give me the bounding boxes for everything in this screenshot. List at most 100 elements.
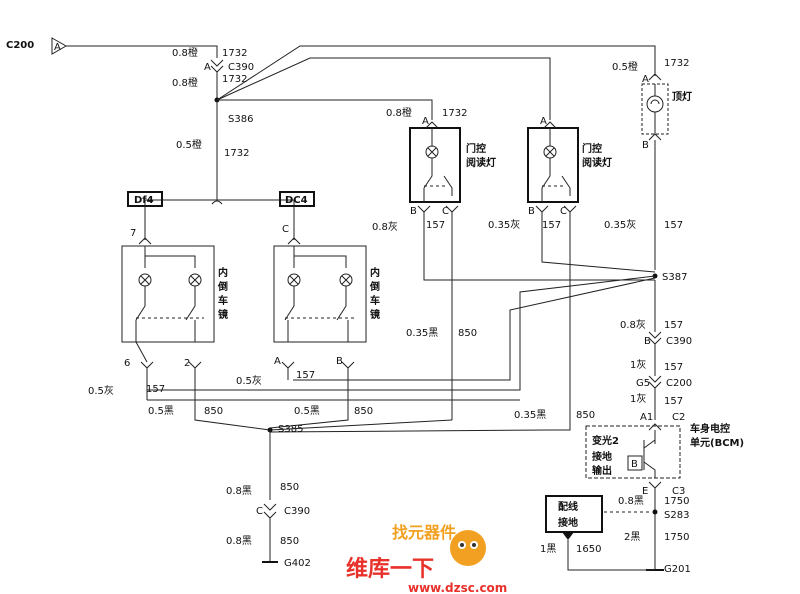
wire-crossing-hop-icon	[211, 200, 223, 205]
w-grey-bus-size: 0.8灰	[620, 318, 646, 331]
m2-grey-size: 0.5灰	[236, 374, 262, 387]
rl1-bulb-cross-icon	[427, 147, 437, 157]
m1-pin-6: 6	[124, 358, 130, 369]
m1-internal-top	[144, 246, 196, 268]
mascot-pupil-right-icon	[472, 543, 476, 547]
c390-top-pin: A	[204, 62, 211, 73]
c390-top-label: C390	[228, 62, 254, 73]
bcm-box	[585, 425, 681, 479]
wire-black-mid-size: 0.35黑	[406, 327, 438, 339]
c200-mid-pin: G5	[636, 378, 650, 389]
mirror-1-group: Df4 7 内 倒 车 镜 6 2 0.5灰 157 0.5黑 850	[88, 191, 271, 431]
c200-connector-flag-icon	[51, 37, 68, 55]
m1-grey-size: 0.5灰	[88, 384, 114, 397]
w2-circuit: 1732	[222, 74, 247, 85]
w-g402-size: 0.8黑	[226, 535, 252, 547]
wire-grey-right-circuit: 157	[664, 220, 683, 231]
wire-s387-mirror2	[293, 277, 656, 381]
m1-label-4: 镜	[218, 308, 228, 321]
c390-mid-pin: B	[644, 336, 651, 347]
w1-size: 0.8橙	[172, 46, 198, 59]
s387-label: S387	[662, 272, 687, 283]
w-bcm-gnd-size: 0.8黑	[618, 495, 644, 507]
bcm-pin-b: B	[631, 459, 638, 470]
c200-top-label: C200	[6, 40, 34, 51]
wire-s386-dc4	[217, 199, 295, 206]
dome-bulb-icon	[646, 95, 664, 113]
wire-s386-lamp1-feed	[217, 99, 433, 120]
m2-label-3: 车	[370, 294, 380, 307]
dome-pin-b: B	[642, 140, 649, 151]
m2-label-1: 内	[370, 266, 380, 279]
w5-circuit: 1732	[664, 58, 689, 69]
c200-pin-top: A	[54, 42, 61, 53]
rl1-pin-a-connector-icon	[425, 121, 439, 129]
w3-circuit: 1732	[224, 148, 249, 159]
wire-grey-mid-size: 0.35灰	[488, 218, 520, 231]
s385-ground-group: S385 0.8黑 850 C C390 0.8黑 850 G402	[147, 399, 551, 569]
wire-c200-feed	[66, 45, 218, 58]
w-s385-down-size: 0.8黑	[226, 485, 252, 497]
m1-label-3: 车	[218, 294, 228, 307]
bcm-title-1: 车身电控	[690, 422, 730, 435]
wire-wiring-ground	[567, 540, 655, 571]
wire-grey-mid-circuit: 157	[542, 220, 561, 231]
wire-grey-left-circuit: 157	[426, 220, 445, 231]
m1-bulb-right-cross-icon	[190, 275, 200, 285]
m2-internal-top	[293, 246, 347, 268]
wiring-ground-arrow-icon	[562, 532, 574, 540]
dc4-connector-box	[279, 191, 315, 207]
rl1-pin-c: C	[442, 206, 449, 217]
wiring-ground-label-1: 配线	[558, 500, 578, 513]
rl2-pin-c: C	[560, 206, 567, 217]
wire-s385-rl1	[269, 419, 453, 431]
rl2-label-2: 阅读灯	[582, 156, 612, 169]
m1-pin-2-connector-icon	[188, 361, 202, 369]
c390-bot-connector-icon	[263, 503, 277, 511]
m1-switch-left-icon	[135, 286, 146, 321]
m1-label-2: 倒	[217, 280, 228, 293]
reading-lamp-1-group: A 门控 阅读灯 B C 0.8灰 157	[372, 116, 496, 233]
mirror-2-box	[273, 245, 367, 343]
c390-bot-pin: C	[256, 506, 263, 517]
m1-label-1: 内	[218, 266, 228, 279]
m2-pin-c-connector-icon	[287, 237, 301, 245]
bcm-group: 车身电控 单元(BCM) 变光2 接地 输出 B E C3 0.8黑 1750 …	[585, 422, 744, 575]
m2-pin-a-connector-icon	[281, 361, 295, 369]
w4-circuit: 1732	[442, 108, 467, 119]
m2-bulb-right-cross-icon	[341, 275, 351, 285]
m1-switch-right-icon	[185, 286, 196, 321]
wire-grey-left-size: 0.8灰	[372, 220, 398, 233]
watermark-cn: 找元器件	[392, 523, 456, 542]
wire-black-right-circuit: 850	[576, 410, 595, 421]
rl2-switch-right	[561, 175, 571, 196]
s386-label: S386	[228, 114, 253, 125]
w-grey-c200-size: 1灰	[630, 358, 646, 371]
w-g201-size: 2黑	[624, 531, 640, 543]
s385-label: S385	[278, 424, 303, 435]
m2-grey-circuit: 157	[296, 370, 315, 381]
bcm-c3-connector-icon	[648, 481, 662, 489]
wire-black-mid-circuit: 850	[458, 328, 477, 339]
wiring-ground-group: 配线 接地 1黑 1650	[540, 495, 655, 571]
c390-bot-connector-lower-icon	[263, 511, 277, 519]
rl1-switch-icon	[423, 158, 433, 189]
m2-pin-a: A	[274, 356, 281, 367]
g201-label: G201	[664, 564, 691, 575]
bcm-c2-connector-icon	[648, 423, 662, 431]
bcm-title-2: 单元(BCM)	[690, 436, 744, 449]
w3-size: 0.5橙	[176, 138, 202, 151]
dome-pin-b-connector-icon	[648, 133, 662, 141]
dome-light-group: 0.5橙 1732 A 顶灯 B	[612, 58, 692, 270]
wiring-ground-label-2: 接地	[558, 516, 578, 529]
w-s385-down-circuit: 850	[280, 482, 299, 493]
m2-black-down	[269, 368, 349, 429]
rl2-switch-icon	[541, 158, 551, 189]
m1-black-down	[194, 368, 271, 431]
s283-splice-dot	[652, 509, 658, 515]
rl1-label-1: 门控	[466, 142, 486, 155]
rl1-pin-b-connector-icon	[417, 205, 431, 213]
m2-pin-b: B	[336, 356, 343, 367]
watermark-mascot-icon	[450, 530, 486, 566]
w5-size: 0.5橙	[612, 60, 638, 73]
